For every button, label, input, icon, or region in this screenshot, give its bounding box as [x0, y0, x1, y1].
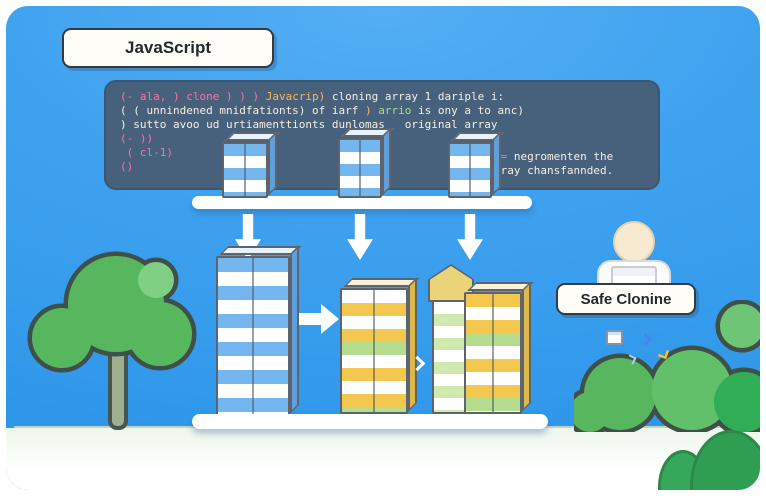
code-segment: ) sutto avoo ud urtiamenttionts dunlomas… [120, 118, 498, 131]
down-arrow-icon [457, 214, 483, 260]
illustration-frame: JavaScript (- ala, ) clone ) ) ) Javacri… [6, 6, 760, 490]
code-line: (- ala, ) clone ) ) ) Javacrip) cloning … [120, 90, 644, 104]
code-segment: is ony a to anc) [411, 104, 525, 117]
tree-icon [27, 251, 197, 430]
tower-body [216, 256, 290, 416]
code-line: aray chansfannded. [494, 164, 613, 178]
tower-body [338, 138, 382, 198]
code-line: (- )) [120, 132, 644, 146]
code-line: () [120, 160, 644, 174]
tower-body [464, 292, 522, 414]
tower-side-face [492, 131, 501, 196]
tower-side-face [290, 245, 299, 414]
code-line: ) sutto avoo ud urtiamenttionts dunlomas… [120, 118, 644, 132]
tower-body [222, 142, 268, 198]
code-segment: () [120, 160, 134, 173]
bushes-icon [574, 300, 760, 432]
tower-side-face [382, 127, 391, 196]
code-segment: ) [365, 104, 372, 117]
cube-icon [606, 330, 623, 345]
original-array-tower [216, 245, 302, 416]
code-segment: ( ( unnindened mnidfationts) of iarf [120, 104, 366, 117]
tower-side-face [522, 281, 531, 412]
code-segment: ( cl-1) [120, 146, 173, 159]
code-line: 1= negromenten the [494, 150, 613, 164]
code-segment: aray chansfannded. [494, 164, 614, 177]
code-segment: (- ala, ) clone ) ) ) [120, 90, 260, 103]
shelf [192, 196, 532, 209]
tower-body [448, 142, 492, 198]
javascript-label: JavaScript [125, 38, 211, 57]
person-head [613, 221, 655, 263]
tower-body [340, 288, 408, 414]
code-segment: arrio [371, 104, 412, 117]
safe-cloning-label: Safe Clonine [580, 290, 672, 308]
code-annotation: 1= negromenten the aray chansfannded. [494, 150, 613, 178]
code-segment: (- )) [120, 132, 154, 145]
small-tower-3 [448, 131, 504, 198]
code-segment: negromenten the [513, 150, 614, 163]
ground [6, 428, 760, 490]
small-tower-2 [338, 127, 394, 198]
code-segment: cloning array 1 dariple i: [325, 90, 505, 103]
code-line: ( cl-1) [120, 146, 644, 160]
safe-cloning-label-box: Safe Clonine [556, 283, 696, 315]
right-arrow-icon [299, 304, 339, 334]
javascript-label-box: JavaScript [62, 28, 274, 68]
down-arrow-icon [347, 214, 373, 260]
platform [192, 414, 548, 429]
clone-array-tower-1 [340, 277, 420, 414]
clone-array-tower-3 [464, 281, 534, 414]
small-tower-1 [222, 131, 280, 198]
code-line: ( ( unnindened mnidfationts) of iarf ) a… [120, 104, 644, 118]
tower-side-face [268, 131, 277, 196]
tower-side-face [408, 277, 417, 412]
code-segment: Javacrip) [259, 90, 326, 103]
